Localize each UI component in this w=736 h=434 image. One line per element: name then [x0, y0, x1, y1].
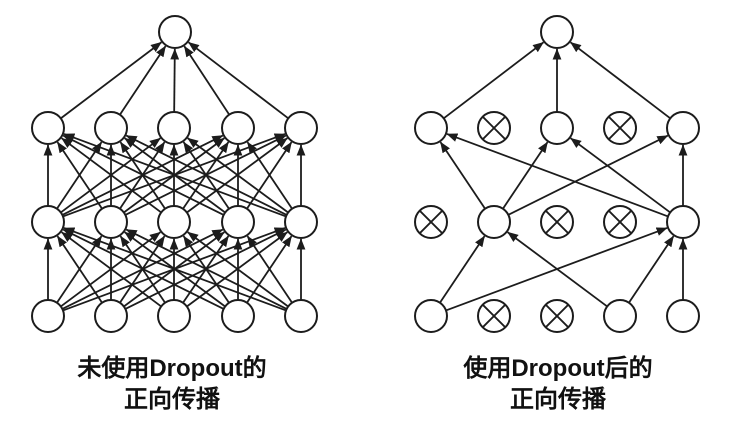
connection-arrow — [62, 228, 225, 310]
connection-arrow — [246, 235, 293, 304]
neuron-node — [31, 111, 65, 145]
dropout-cross-icon — [608, 116, 632, 140]
neuron-node — [157, 299, 191, 333]
connection-arrow — [507, 231, 608, 308]
caption-with-dropout-line2: 正向传播 — [510, 386, 606, 413]
neuron-node — [284, 205, 318, 239]
neuron-node — [414, 111, 448, 145]
connection-arrow — [628, 235, 675, 304]
network-diagram — [31, 15, 700, 333]
connection-arrow — [119, 45, 167, 116]
neuron-node — [157, 205, 191, 239]
connection-arrow — [125, 228, 288, 310]
caption-without-dropout-line1: 未使用Dropout的 — [77, 355, 267, 382]
connection-arrow — [187, 137, 289, 214]
dropout-cross-icon — [482, 116, 506, 140]
neuron-node — [540, 111, 574, 145]
neuron-node — [603, 299, 637, 333]
connection-arrow — [569, 41, 671, 120]
connection-arrow — [187, 231, 289, 308]
connection-arrow — [443, 41, 545, 120]
neuron-node — [31, 299, 65, 333]
connection-arrow — [62, 134, 225, 216]
neuron-node — [414, 299, 448, 333]
connection-arrow — [63, 227, 287, 312]
dropout-cross-icon — [419, 210, 443, 234]
caption-without-dropout: 未使用Dropout的 正向传播 — [77, 353, 266, 415]
network-without-dropout — [31, 15, 318, 333]
dropout-cross-icon — [545, 304, 569, 328]
caption-with-dropout: 使用Dropout后的 正向传播 — [463, 353, 652, 415]
connection-arrow — [170, 48, 180, 113]
neuron-node — [158, 15, 192, 49]
connection-arrow — [125, 134, 288, 216]
caption-without-dropout-line2: 正向传播 — [124, 386, 220, 413]
neuron-node — [477, 205, 511, 239]
connection-arrow — [502, 141, 549, 210]
neuron-node — [666, 205, 700, 239]
connection-arrow — [439, 141, 486, 210]
neuron-node — [94, 299, 128, 333]
dropout-cross-icon — [608, 210, 632, 234]
neuron-node — [94, 111, 128, 145]
connection-arrow — [246, 141, 293, 210]
connection-arrow — [56, 235, 103, 304]
connection-arrow — [61, 137, 162, 214]
connection-arrow — [60, 41, 162, 120]
connection-arrow — [183, 45, 230, 116]
neuron-node — [221, 299, 255, 333]
neuron-node — [540, 15, 574, 49]
neuron-node — [221, 111, 255, 145]
connection-arrow — [446, 133, 669, 218]
neuron-node — [666, 299, 700, 333]
connection-arrow — [63, 133, 287, 218]
neuron-node — [157, 111, 191, 145]
neuron-node — [666, 111, 700, 145]
connection-arrow — [439, 235, 486, 304]
connection-arrow — [61, 231, 162, 308]
dropout-cross-icon — [482, 304, 506, 328]
connection-arrow — [507, 134, 669, 216]
network-with-dropout — [414, 15, 700, 333]
neuron-node — [31, 205, 65, 239]
neuron-node — [94, 205, 128, 239]
caption-with-dropout-line1: 使用Dropout后的 — [463, 355, 653, 382]
dropout-cross-icon — [545, 210, 569, 234]
connection-arrow — [570, 137, 671, 214]
neuron-node — [284, 299, 318, 333]
connection-arrow — [187, 41, 289, 120]
neuron-node — [284, 111, 318, 145]
connection-arrow — [56, 141, 103, 210]
neuron-node — [221, 205, 255, 239]
